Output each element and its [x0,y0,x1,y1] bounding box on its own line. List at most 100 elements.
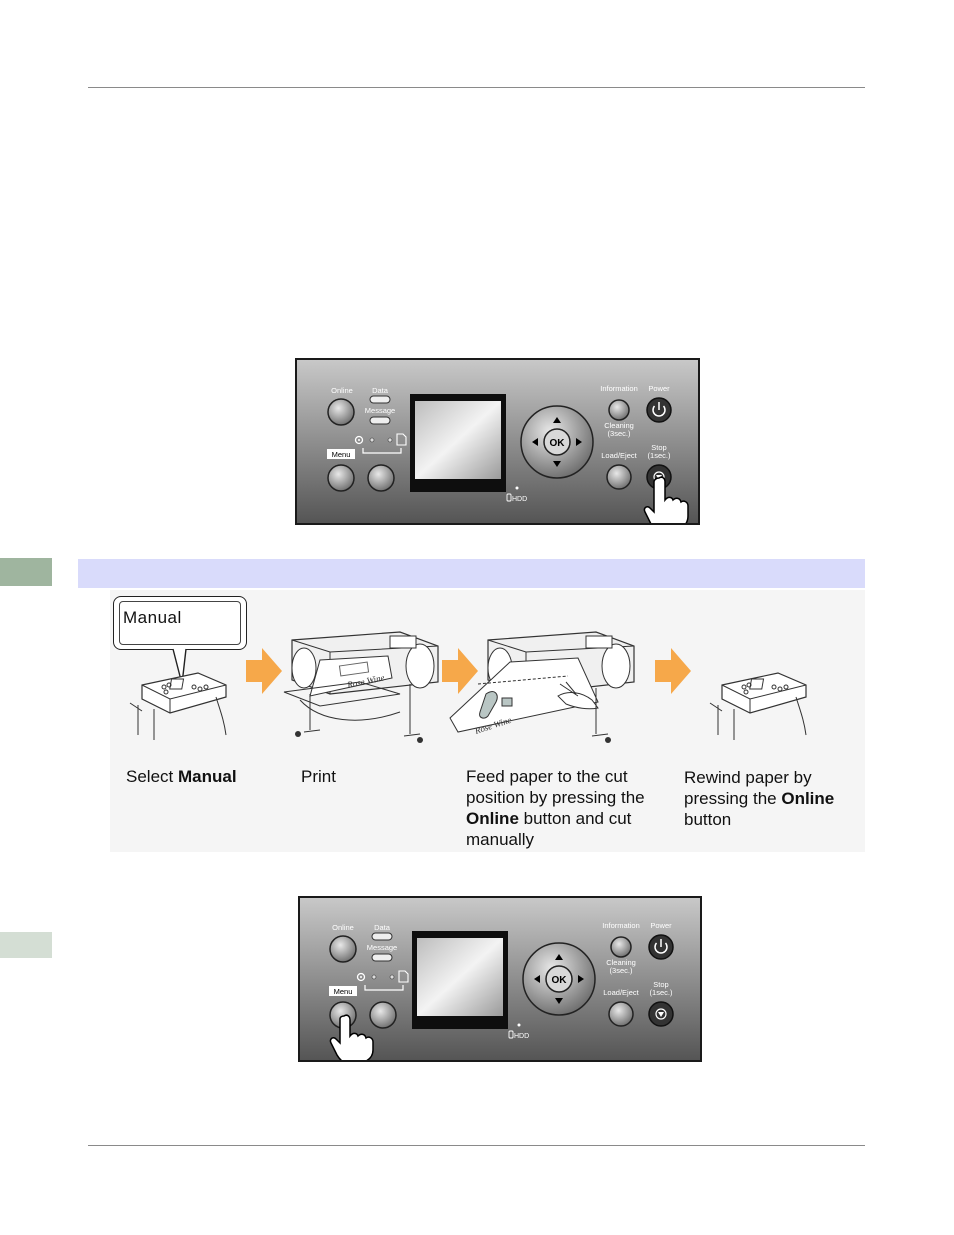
online-label: Online [332,923,354,932]
power-label: Power [650,921,672,930]
down-arrow-icon[interactable] [553,461,561,467]
stop-label: Stop [651,443,666,452]
load-eject-button[interactable] [606,464,632,490]
roll-sheet-button[interactable] [369,1001,397,1029]
online-button[interactable] [329,935,357,963]
roll-paper-icon [354,435,364,445]
power-icon [654,939,668,954]
hdd-label: HDD [514,1033,529,1040]
sheet-lamp [387,437,393,443]
header-rule [88,87,865,88]
step-3-line-4: manually [466,830,535,849]
step-1-bold: Manual [177,767,237,786]
ok-button[interactable] [543,428,571,456]
arrow-right-icon [246,648,282,694]
roll-sheet-button[interactable] [367,464,395,492]
step-1-caption: Select Manual [126,766,237,787]
section-tab [0,932,52,958]
control-panel-top: Online Data Message Menu HDD [295,358,700,525]
step-3-line-3-rest: button and cut [518,809,632,828]
hdd-lamp [517,1023,521,1027]
step-2-text: Print [301,767,336,786]
down-arrow-icon[interactable] [555,998,563,1004]
step-4-line-3: button [684,810,732,829]
information-button[interactable] [608,399,630,421]
menu-button[interactable] [327,464,355,492]
step-4-line-1: Rewind paper by [684,768,812,787]
roll-lamp [371,974,377,980]
message-lamp [369,416,391,425]
hdd-icon [506,493,512,502]
step-3-line-1: Feed paper to the cut [466,767,628,786]
information-label: Information [600,384,638,393]
information-button[interactable] [610,936,632,958]
up-arrow-icon[interactable] [555,954,563,960]
load-eject-button[interactable] [608,1001,634,1027]
step-3-bold: Online [466,809,519,828]
display-screen [415,401,501,479]
online-button[interactable] [327,398,355,426]
roll-paper-icon [356,972,366,982]
bubble-inner-frame [119,601,241,645]
step-4-bold: Online [781,789,835,808]
step-4-line-2-text: pressing the [684,789,782,808]
bracket-line [364,985,404,991]
control-panel-bottom: Online Data Message Menu HDD OK Informat… [298,896,702,1062]
stop-time-label: (1sec.) [648,451,671,460]
printer-printing-illustration: Rose Wine [283,631,439,743]
stop-icon [655,1008,667,1020]
right-arrow-icon[interactable] [576,438,582,446]
printer-closeup-1 [129,672,227,740]
roll-lamp [369,437,375,443]
ok-label: OK [552,975,568,986]
cut-sheet-icon [398,970,409,983]
hdd-icon [508,1030,514,1039]
cut-sheet-icon [396,433,407,446]
left-arrow-icon[interactable] [532,438,538,446]
hdd-lamp [515,486,519,490]
hdd-label: HDD [512,496,527,503]
message-label: Message [365,406,395,415]
menu-label-box [327,449,355,459]
footer-rule [88,1145,865,1146]
step-2-caption: Print [301,766,336,787]
up-arrow-icon[interactable] [553,417,561,423]
message-lamp [371,953,393,962]
menu-label-box [329,986,357,996]
display-screen [417,938,503,1016]
right-arrow-icon[interactable] [578,975,584,983]
cleaning-label: Cleaning [606,958,636,967]
section-heading-band [78,559,865,588]
information-label: Information [602,921,640,930]
cleaning-time-label: (3sec.) [608,429,631,438]
arrow-right-icon [442,648,478,694]
step-1-text: Select [126,767,178,786]
load-eject-label: Load/Eject [603,988,639,997]
step-3-line-2: position by pressing the [466,788,645,807]
data-lamp [371,932,393,941]
cleaning-label: Cleaning [604,421,634,430]
data-label: Data [374,923,391,932]
menu-label: Menu [334,987,353,996]
ok-label: OK [550,438,566,449]
ok-button[interactable] [545,965,573,993]
hand-icon [329,1014,374,1060]
sheet-lamp [389,974,395,980]
online-label: Online [331,386,353,395]
message-label: Message [367,943,397,952]
data-label: Data [372,386,389,395]
bubble-text: Manual [123,608,182,627]
left-arrow-icon[interactable] [534,975,540,983]
step-4-line-2: pressing the Online [684,788,834,809]
chapter-tab [0,558,52,586]
cleaning-time-label: (3sec.) [610,966,633,975]
step-4-caption: Rewind paper by pressing the Online butt… [684,767,834,830]
display-bubble: Manual [113,596,247,650]
data-lamp [369,395,391,404]
arrow-right-icon [655,648,691,694]
load-eject-label: Load/Eject [601,451,637,460]
bracket-line [362,448,402,454]
menu-label: Menu [332,450,351,459]
power-icon [652,402,666,417]
stop-time-label: (1sec.) [650,988,673,997]
